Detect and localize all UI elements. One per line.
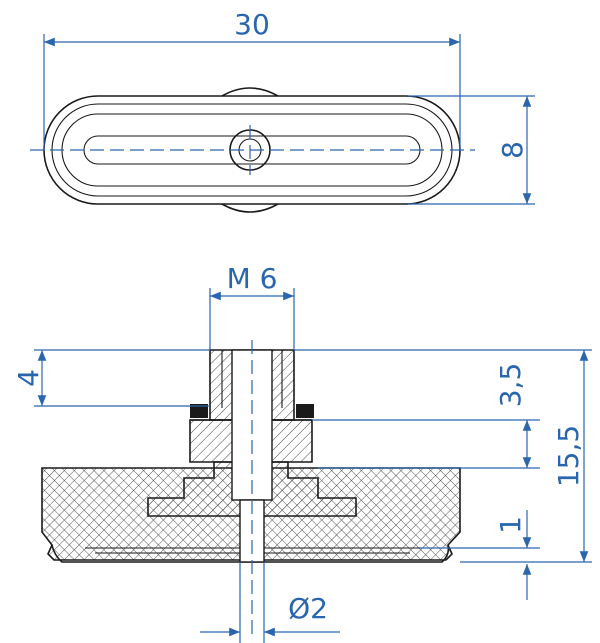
dim-label-1: 1 [494,516,527,534]
dimension-thread-depth-4: 4 [12,349,210,407]
seal-left [190,404,208,418]
dimension-total-15-5: 15,5 [460,350,592,563]
dim-label-m6: M 6 [227,262,278,295]
dim-label-3-5: 3,5 [494,363,527,408]
top-view [30,87,475,213]
dimension-step-3-5: 3,5 [294,349,592,469]
dim-label-diameter-2: Ø2 [288,592,328,625]
dimension-width-30: 30 [43,8,461,150]
top-view-flange-bump-bottom [221,203,279,213]
top-view-flange-bump-top [221,87,279,97]
dimension-bore-diameter: Ø2 [200,562,340,643]
dim-label-8: 8 [496,141,529,159]
dim-label-15-5: 15,5 [552,425,585,487]
dim-label-30: 30 [234,8,270,41]
seal-right [296,404,314,418]
side-section-view [41,340,461,640]
dim-label-4: 4 [12,369,45,387]
dimension-height-8: 8 [408,95,535,205]
dimension-lip-1: 1 [420,510,540,600]
dimension-thread-m6: M 6 [209,262,295,350]
